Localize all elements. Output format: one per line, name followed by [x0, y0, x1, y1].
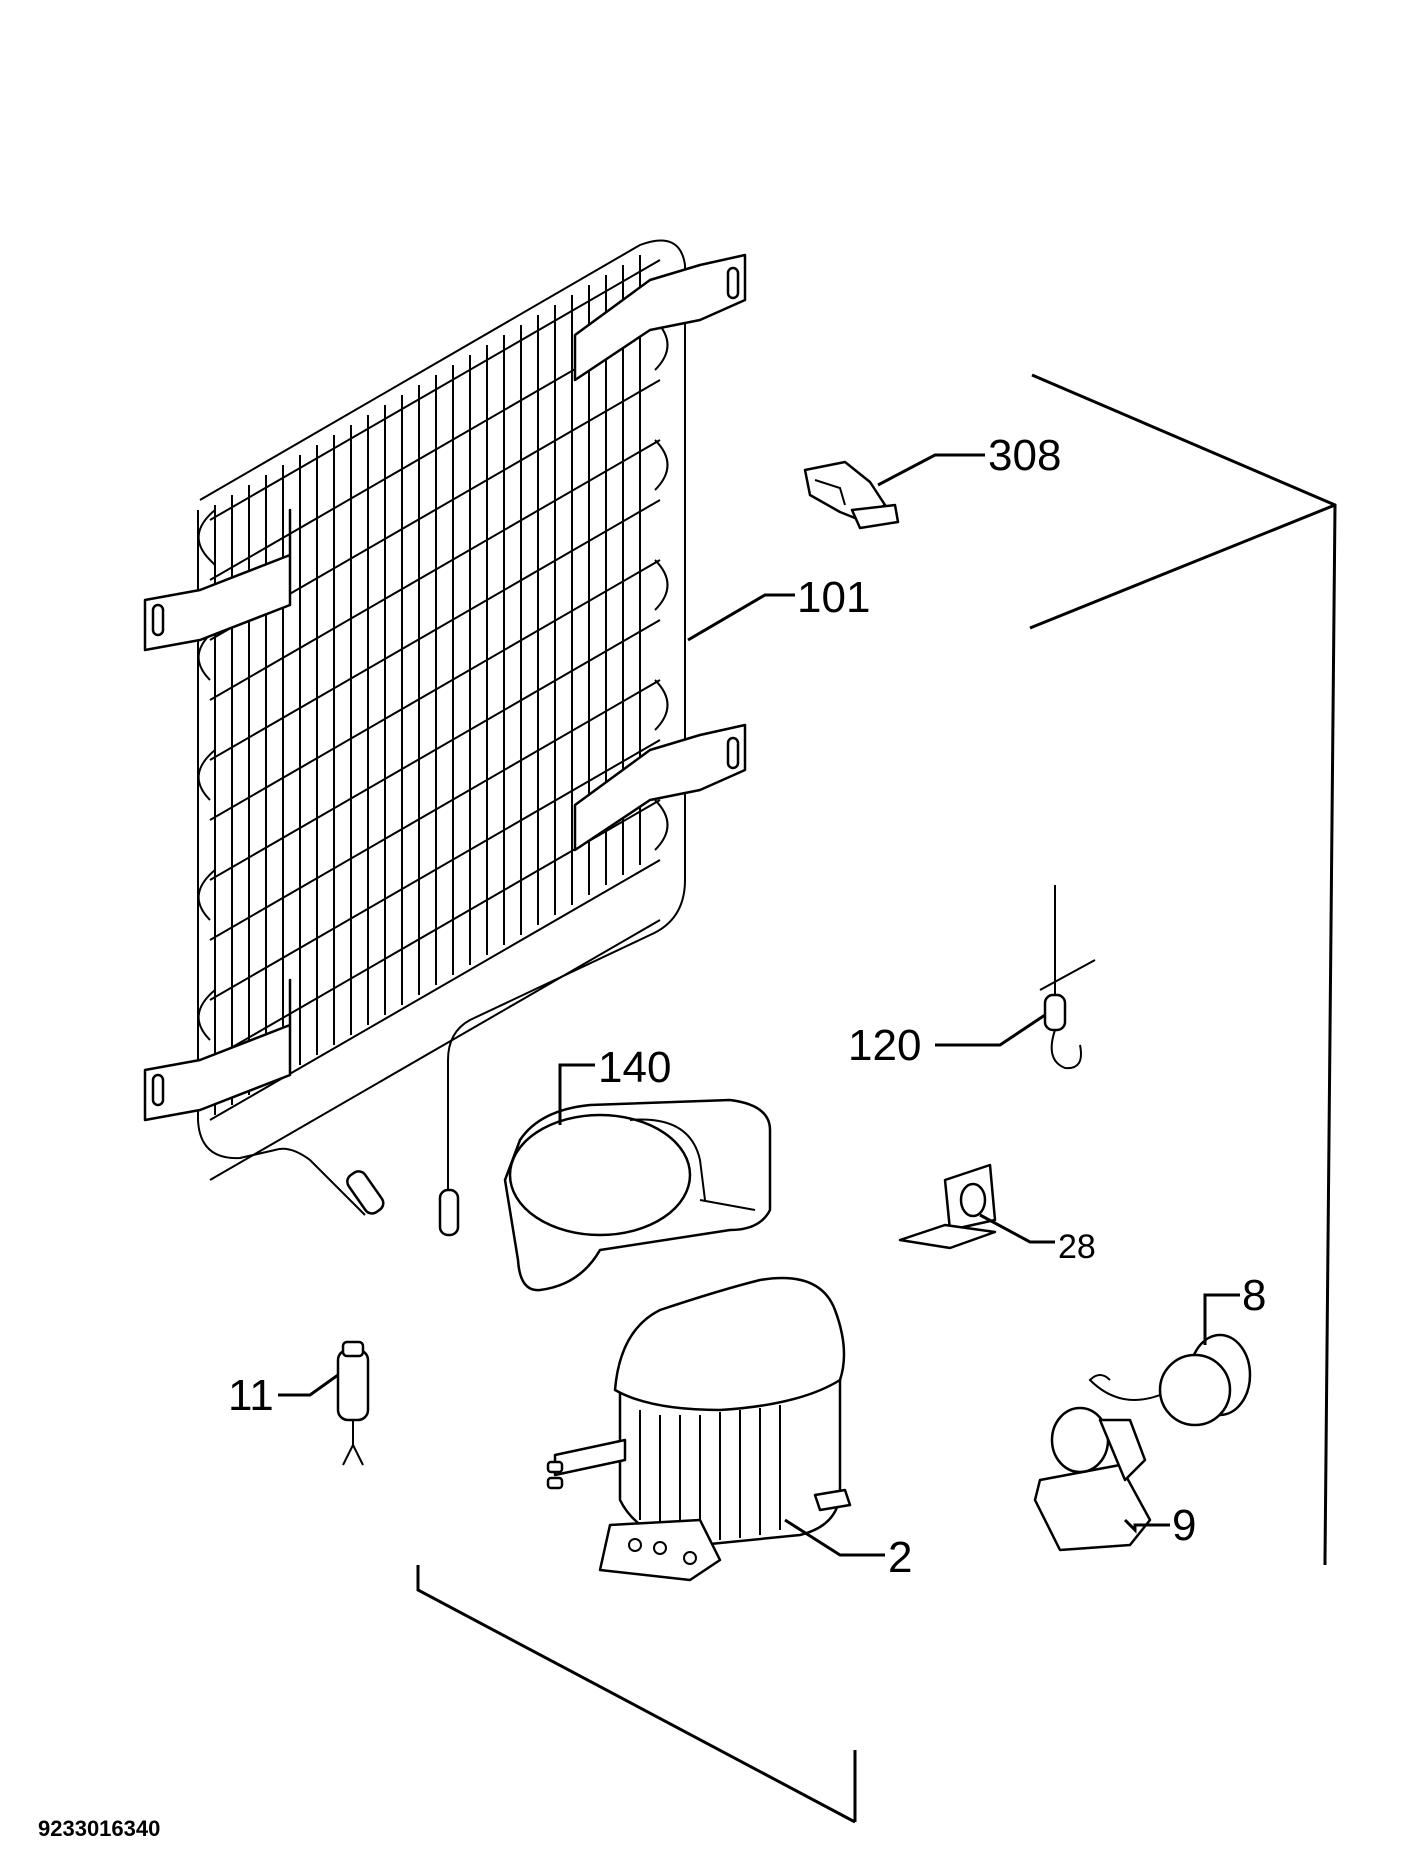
document-number: 9233016340	[38, 1816, 160, 1841]
leader-308	[877, 453, 985, 487]
condenser-slot	[726, 736, 740, 770]
leader-140	[558, 1063, 595, 1125]
clip-part	[803, 460, 900, 530]
condenser-wires	[214, 255, 641, 1115]
condenser-slot	[726, 266, 740, 300]
overload-protector-part	[1088, 1333, 1252, 1427]
condenser-bracket-top-left	[143, 508, 292, 652]
condenser-tube	[209, 919, 661, 1181]
condenser-bracket-bottom-left	[143, 978, 292, 1122]
leader-101	[687, 593, 795, 642]
callout-2: 2	[888, 1533, 912, 1582]
leader-lines	[278, 453, 1240, 1557]
leader-11	[278, 1373, 339, 1397]
leader-120	[935, 1013, 1046, 1047]
callout-308: 308	[988, 431, 1061, 480]
tube-end	[346, 1170, 385, 1215]
callout-9: 9	[1172, 1501, 1196, 1550]
leader-9	[1123, 1518, 1170, 1534]
callout-28: 28	[1058, 1228, 1096, 1266]
condenser-bracket-top-right	[573, 253, 747, 382]
callout-8: 8	[1242, 1271, 1266, 1320]
condenser-bracket-bottom-right	[573, 723, 747, 852]
bracket-part	[898, 1163, 997, 1250]
condenser-slot	[151, 603, 165, 637]
callout-101: 101	[797, 573, 870, 622]
callout-11: 11	[228, 1371, 274, 1420]
cabinet-outline	[416, 373, 1337, 1824]
leader-28	[979, 1213, 1055, 1244]
relay-part	[1033, 1406, 1152, 1552]
drip-tray-part	[503, 1098, 772, 1292]
drier-filter-part	[336, 1340, 370, 1466]
condenser-slot	[151, 1073, 165, 1107]
callout-labels: 308 101 120 140 28 8 11 9 2	[228, 431, 1266, 1582]
callout-120: 120	[848, 1021, 921, 1070]
condenser	[143, 239, 747, 1237]
leader-2	[784, 1518, 885, 1557]
capillary-connector-part	[1039, 885, 1096, 1070]
callout-140: 140	[598, 1043, 671, 1092]
leader-8	[1203, 1293, 1240, 1345]
compressor-part	[546, 1276, 852, 1582]
tube-end	[438, 1188, 460, 1237]
